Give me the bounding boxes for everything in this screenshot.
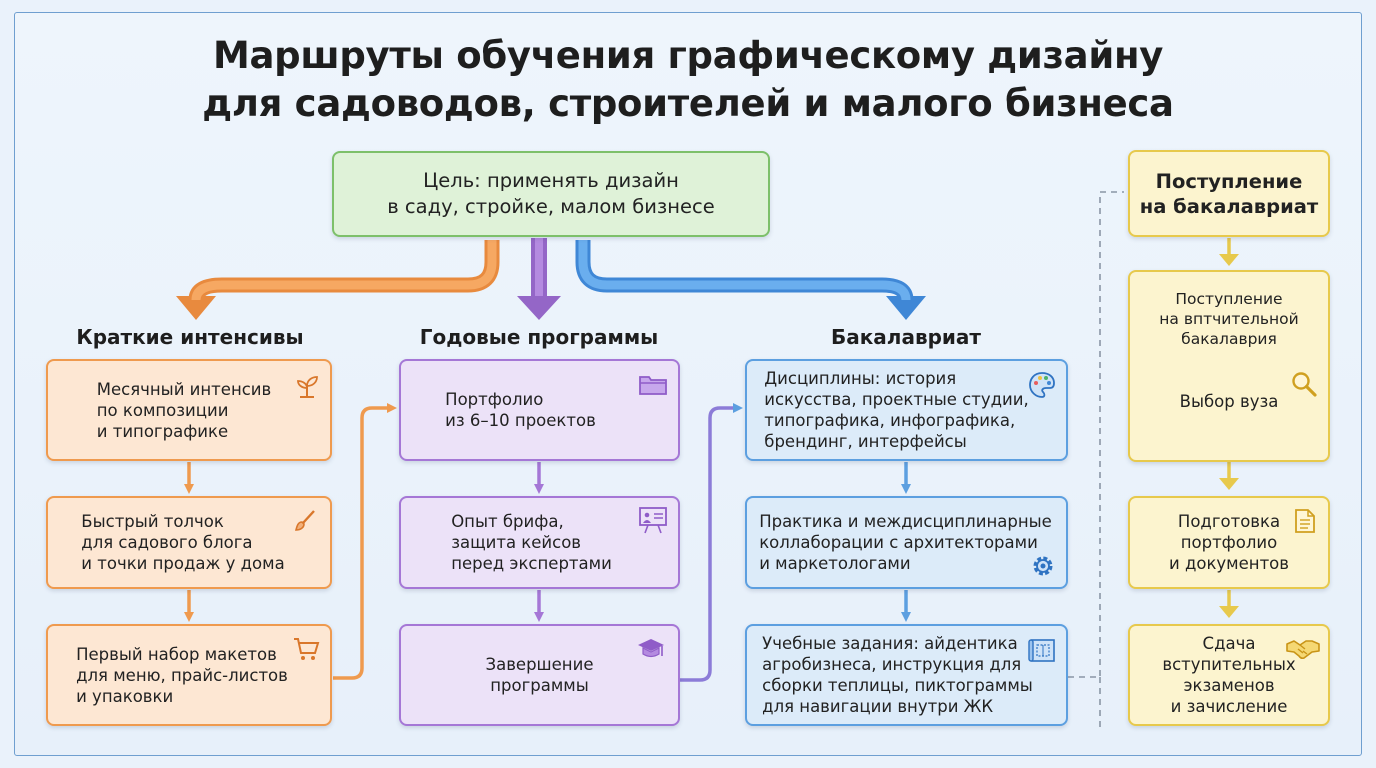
admission-step-1-text: Поступление на вптчительной бакалаврия bbox=[1159, 290, 1299, 348]
bachelor-step-2-text: Практика и междисциплинарные коллабораци… bbox=[759, 512, 1052, 573]
paintbrush-icon bbox=[294, 510, 315, 531]
document-icon bbox=[1295, 509, 1315, 533]
goal-box: Цель: применять дизайн в саду, стройке, … bbox=[332, 151, 770, 237]
admission-heading: Поступление на бакалавриат bbox=[1139, 169, 1319, 218]
search-icon bbox=[1292, 372, 1317, 397]
admission-arrows bbox=[1219, 238, 1239, 618]
admission-step-1-sub: Выбор вуза bbox=[1179, 392, 1279, 411]
intensives-to-annual-arrow bbox=[333, 403, 397, 680]
intensives-step-2-text: Быстрый толчок для садового блога и точк… bbox=[81, 512, 285, 573]
bachelor-step-1-text: Дисциплины: история искусства, проектные… bbox=[764, 369, 1029, 451]
bachelor-heading: Бакалавриат bbox=[830, 325, 982, 349]
intensives-step-1: Месячный интенсив по композиции и типогр… bbox=[46, 359, 332, 461]
bachelor-step-1: Дисциплины: история искусства, проектные… bbox=[745, 359, 1068, 461]
annual-step-3: Завершение программы bbox=[399, 624, 680, 726]
goal-to-intensives-arrow bbox=[188, 240, 500, 301]
admission-step-2: Подготовка портфолио и документов bbox=[1128, 496, 1330, 589]
bachelor-step-3: Учебные задания: айдентика агробизнеса, … bbox=[745, 624, 1068, 726]
intensives-step-2: Быстрый толчок для садового блога и точк… bbox=[46, 496, 332, 589]
admission-step-2-text: Подготовка портфолио и документов bbox=[1168, 512, 1290, 573]
annual-step-3-text: Завершение программы bbox=[485, 655, 594, 695]
goal-text: Цель: применять дизайн в саду, стройке, … bbox=[387, 169, 715, 218]
folder-icon bbox=[639, 376, 667, 395]
annual-step-1: Портфолио из 6–10 проектов bbox=[399, 359, 680, 461]
intensives-step-3: Первый набор макетов для меню, прайс-лис… bbox=[46, 624, 332, 726]
annual-step-2-text: Опыт брифа, защита кейсов перед эксперта… bbox=[451, 512, 612, 573]
admission-heading-box: Поступление на бакалавриат bbox=[1128, 150, 1330, 237]
goal-to-bachelor-arrow bbox=[575, 240, 914, 301]
admission-step-3-text: Сдача вступительных экзаменов и зачислен… bbox=[1162, 634, 1296, 716]
admission-step-1: Поступление на вптчительной бакалаврия В… bbox=[1128, 270, 1330, 462]
palette-icon bbox=[1029, 372, 1055, 398]
intensives-step-1-text: Месячный интенсив по композиции и типогр… bbox=[96, 379, 272, 441]
graduation-cap-icon bbox=[638, 639, 664, 658]
admission-step-3: Сдача вступительных экзаменов и зачислен… bbox=[1128, 624, 1330, 726]
presentation-icon bbox=[639, 507, 667, 534]
bachelor-step-2: Практика и междисциплинарные коллабораци… bbox=[745, 496, 1068, 589]
annual-to-bachelor-arrow bbox=[680, 403, 743, 682]
intensives-heading: Краткие интенсивы bbox=[76, 325, 304, 349]
admission-dashed-connector bbox=[1068, 191, 1124, 678]
bachelor-step-3-text: Учебные задания: айдентика агробизнеса, … bbox=[762, 634, 1033, 716]
sprout-icon bbox=[297, 376, 318, 398]
annual-heading: Годовые программы bbox=[419, 325, 659, 349]
annual-step-1-text: Портфолио из 6–10 проектов bbox=[445, 390, 596, 430]
cart-icon bbox=[294, 638, 320, 660]
title-line-1: Маршруты обучения графическому дизайну bbox=[212, 34, 1164, 77]
intensives-step-3-text: Первый набор макетов для меню, прайс-лис… bbox=[76, 644, 288, 706]
diagram-title: Маршруты обучения графическому дизайну д… bbox=[0, 32, 1376, 128]
gear-icon bbox=[1033, 556, 1053, 576]
blueprint-icon bbox=[1028, 639, 1055, 662]
title-line-2: для садоводов, строителей и малого бизне… bbox=[202, 82, 1174, 125]
handshake-icon bbox=[1286, 640, 1320, 660]
annual-step-2: Опыт брифа, защита кейсов перед эксперта… bbox=[399, 496, 680, 589]
